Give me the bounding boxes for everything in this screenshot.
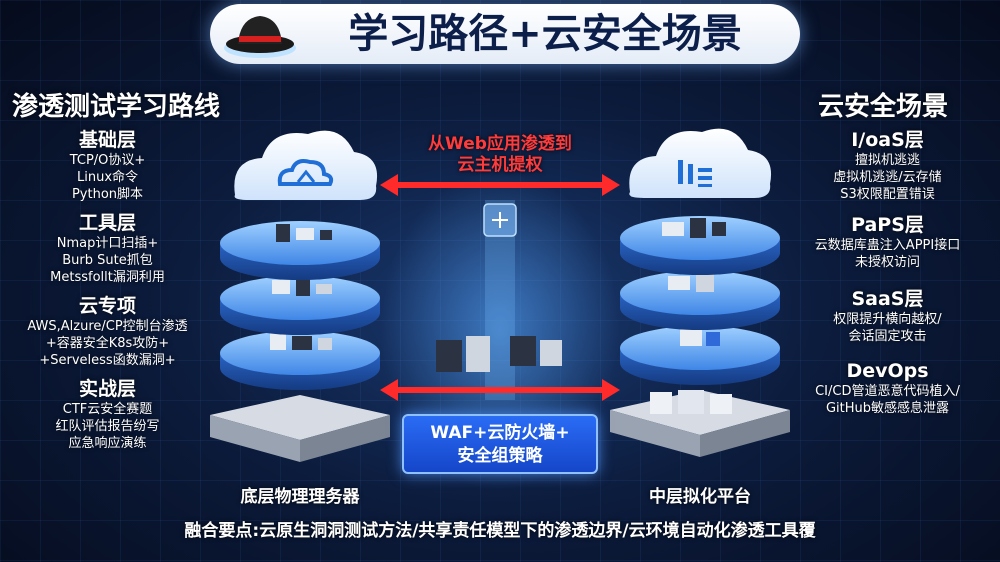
group-paas: PaPS层 云数据库蛊注入APPI接口 未授权访问 <box>775 213 1000 271</box>
title-banner <box>210 4 800 64</box>
layer-disc <box>220 331 380 390</box>
server-base-left <box>210 395 390 462</box>
group-practice: 实战层 CTF云安全赛题 红队评估报告纷写 应急响应演练 <box>0 377 215 452</box>
footer-key-points: 融合要点:云原生洞洞测试方法/共享责任模型下的渗透边界/云环境自动化渗透工具覆 <box>184 521 816 541</box>
layer-disc <box>220 221 380 280</box>
list-item: 虚拟机逃逃/云存储 <box>833 170 942 185</box>
list-item: CI/CD管道恶意代码植入/ <box>815 384 960 399</box>
right-cloud-scenarios: I/oaS层 擅拟机逃逃 虚拟机逃逃/云存储 S3权限配置错误 PaPS层 云数… <box>775 128 1000 425</box>
right-stack <box>610 128 790 457</box>
list-item: AWS,Alzure/CP控制台渗透 <box>27 319 188 334</box>
list-item: 红队评估报告纷写 <box>55 419 160 434</box>
fedora-hat-icon <box>224 16 296 58</box>
group-head: DevOps <box>846 360 929 382</box>
group-tools: 工具层 Nmap计口扫插+ Burb Sute抓包 Metssfollt漏洞利用 <box>0 211 215 286</box>
list-item: Python脚本 <box>71 187 144 202</box>
group-head: 实战层 <box>78 378 136 400</box>
cloud-data-icon <box>629 128 772 198</box>
group-iaas: I/oaS层 擅拟机逃逃 虚拟机逃逃/云存储 S3权限配置错误 <box>775 128 1000 203</box>
group-saas: SaaS层 权限提升横向越权/ 会话固定攻击 <box>775 287 1000 345</box>
left-learning-path: 基础层 TCP/O协议+ Linux命令 Python脚本 工具层 Nmap计口… <box>0 128 215 460</box>
list-item: 权限提升横向越权/ <box>833 312 942 327</box>
right-heading: 云安全场景 <box>818 92 949 122</box>
migration-label: 从Web应用渗透到 云主机提权 <box>400 134 600 176</box>
double-arrow-icon <box>380 174 620 196</box>
group-basic: 基础层 TCP/O协议+ Linux命令 Python脚本 <box>0 128 215 203</box>
layer-disc <box>620 216 780 275</box>
list-item: Burb Sute抓包 <box>62 253 153 268</box>
migration-label-line: 从Web应用渗透到 <box>428 134 572 154</box>
page-title: 学习路径+云安全场景 <box>348 11 742 57</box>
cloud-stack-diagram <box>210 128 790 490</box>
group-head: 工具层 <box>78 212 136 234</box>
list-item: S3权限配置错误 <box>840 187 935 202</box>
group-head: SaaS层 <box>851 288 924 310</box>
layer-disc <box>620 271 780 330</box>
list-item: 未授权访问 <box>854 255 920 270</box>
shield-plus-icon <box>483 203 517 237</box>
waf-line: WAF+云防火墙+ <box>430 423 570 443</box>
list-item: 应急响应演练 <box>68 436 147 451</box>
list-item: 云数据库蛊注入APPI接口 <box>814 238 961 253</box>
server-base-right <box>610 390 790 457</box>
group-head: I/oaS层 <box>851 129 924 151</box>
waf-line: 安全组策略 <box>457 446 543 466</box>
right-stack-label: 中层拟化平台 <box>649 487 751 507</box>
left-stack-label: 底层物理理务器 <box>240 487 360 507</box>
central-servers <box>436 336 562 372</box>
cloud-upload-icon <box>234 130 378 200</box>
group-head: 基础层 <box>78 129 136 151</box>
group-head: PaPS层 <box>851 214 924 236</box>
list-item: +Serveless函数漏洞+ <box>39 353 176 368</box>
group-devops: DevOps CI/CD管道恶意代码植入/ GitHub敏感感息泄露 <box>775 359 1000 417</box>
left-stack <box>210 130 390 462</box>
list-item: Nmap计口扫插+ <box>56 236 159 251</box>
list-item: 擅拟机逃逃 <box>854 153 920 168</box>
left-heading: 渗透测试学习路线 <box>12 92 221 122</box>
migration-label-line: 云主机提权 <box>457 155 543 175</box>
list-item: CTF云安全赛题 <box>62 402 153 417</box>
list-item: Metssfollt漏洞利用 <box>50 270 165 285</box>
waf-policy-box: WAF+云防火墙+ 安全组策略 <box>402 414 598 474</box>
list-item: TCP/O协议+ <box>69 153 146 168</box>
center-glow <box>380 170 620 490</box>
list-item: Linux命令 <box>76 170 139 185</box>
layer-disc <box>620 326 780 385</box>
list-item: +容器安全K8s攻防+ <box>45 336 170 351</box>
double-arrow-icon <box>380 379 620 401</box>
list-item: 会话固定攻击 <box>848 329 927 344</box>
group-cloud: 云专项 AWS,Alzure/CP控制台渗透 +容器安全K8s攻防+ +Serv… <box>0 294 215 369</box>
group-head: 云专项 <box>78 295 136 317</box>
list-item: GitHub敏感感息泄露 <box>825 401 950 416</box>
layer-disc <box>220 276 380 335</box>
